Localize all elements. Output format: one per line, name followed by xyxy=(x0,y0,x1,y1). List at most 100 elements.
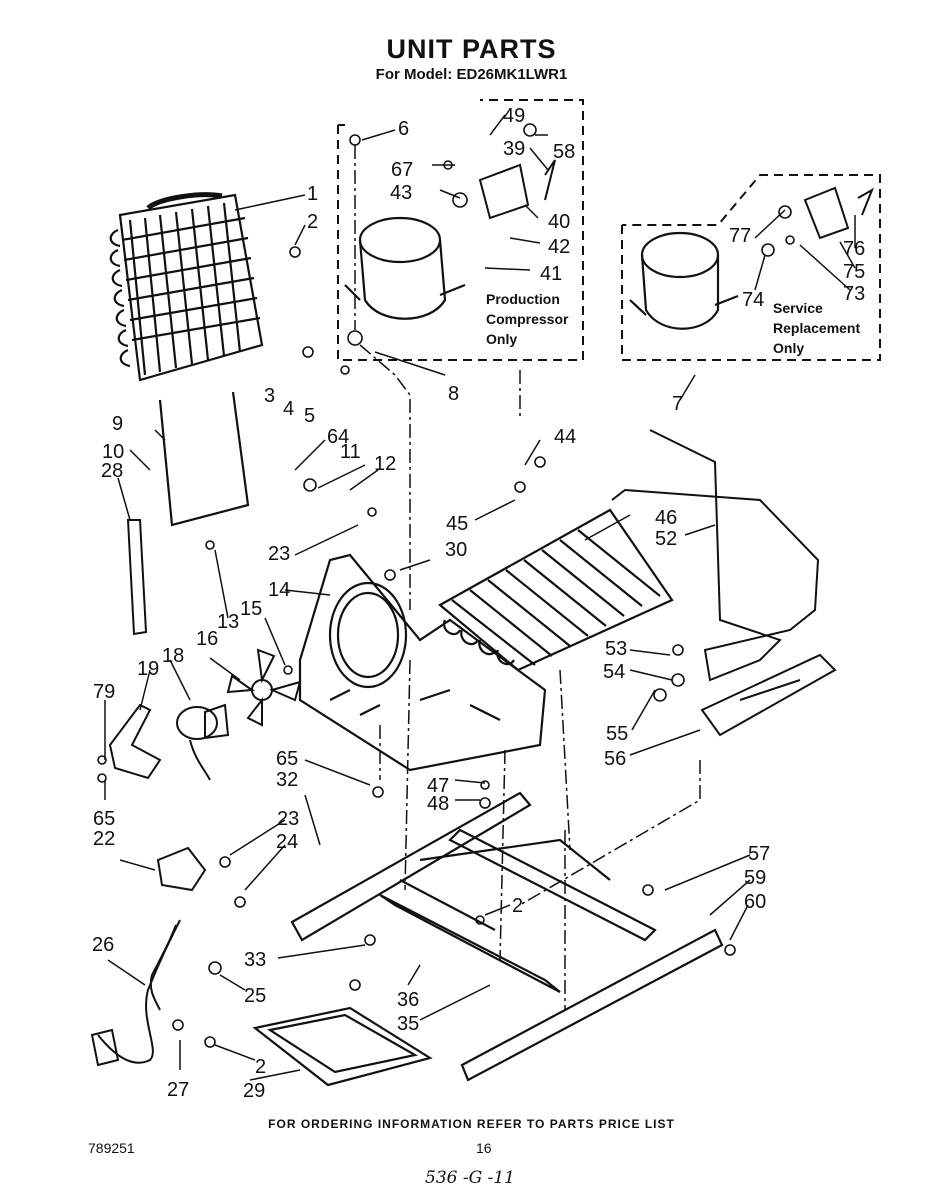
callout-54: 54 xyxy=(603,661,625,683)
capillary-tube xyxy=(611,429,820,682)
svg-text:Only: Only xyxy=(773,340,804,356)
callout-24: 24 xyxy=(276,831,298,853)
callout-6: 6 xyxy=(398,118,409,140)
callout-49: 49 xyxy=(503,105,525,127)
mounting-strap xyxy=(126,519,148,636)
callout-numbers: 1 2 3 4 5 6 7 8 9 10 11 12 13 14 15 16 1… xyxy=(92,105,865,1102)
svg-text:Replacement: Replacement xyxy=(773,320,860,336)
wire-harness-loop xyxy=(158,391,250,527)
callout-33: 33 xyxy=(244,949,266,971)
callout-12: 12 xyxy=(374,453,396,475)
production-compressor xyxy=(344,216,466,320)
callout-1: 1 xyxy=(307,183,318,205)
callout-8: 8 xyxy=(448,383,459,405)
callout-79: 79 xyxy=(93,681,115,703)
page-title: UNIT PARTS xyxy=(386,34,557,64)
callout-55: 55 xyxy=(606,723,628,745)
callout-60: 60 xyxy=(744,891,766,913)
svg-text:Compressor: Compressor xyxy=(486,311,569,327)
callout-39: 39 xyxy=(503,138,525,160)
overload-relay xyxy=(478,159,556,220)
callout-27: 27 xyxy=(167,1079,189,1101)
callout-9: 9 xyxy=(112,413,123,435)
callout-16: 16 xyxy=(196,628,218,650)
callout-73: 73 xyxy=(843,283,865,305)
callout-28: 28 xyxy=(101,460,123,482)
callout-59: 59 xyxy=(744,867,766,889)
callout-22: 22 xyxy=(93,828,115,850)
callout-32: 32 xyxy=(276,769,298,791)
callout-58: 58 xyxy=(553,141,575,163)
callout-10: 10 xyxy=(102,441,124,463)
callout-23b: 23 xyxy=(277,808,299,830)
production-compressor-box xyxy=(337,99,584,361)
svg-text:Service: Service xyxy=(773,300,823,316)
callout-25: 25 xyxy=(244,985,266,1007)
callout-36: 36 xyxy=(397,989,419,1011)
callout-65b: 65 xyxy=(93,808,115,830)
callout-3: 3 xyxy=(264,385,275,407)
callout-2b: 2 xyxy=(512,895,523,917)
relay-cover xyxy=(156,846,207,892)
callout-76: 76 xyxy=(843,238,865,260)
callout-74: 74 xyxy=(742,289,764,311)
fan-motor xyxy=(108,703,230,781)
callout-56: 56 xyxy=(604,748,626,770)
condenser-coil xyxy=(109,192,264,382)
callout-41: 41 xyxy=(540,263,562,285)
service-compressor xyxy=(629,231,739,330)
callout-43: 43 xyxy=(390,182,412,204)
callout-44: 44 xyxy=(554,426,576,448)
callout-57: 57 xyxy=(748,843,770,865)
service-label: Service Replacement Only xyxy=(773,300,860,356)
callout-4: 4 xyxy=(283,398,294,420)
defrost-channel xyxy=(700,653,837,737)
callout-53: 53 xyxy=(605,638,627,660)
callout-2: 2 xyxy=(307,211,318,233)
callout-11: 11 xyxy=(340,441,361,463)
svg-text:Only: Only xyxy=(486,331,517,347)
callout-26: 26 xyxy=(92,934,114,956)
callout-65a: 65 xyxy=(276,748,298,770)
fasteners xyxy=(97,123,795,1048)
model-subtitle: For Model: ED26MK1LWR1 xyxy=(375,66,568,83)
service-relay xyxy=(803,186,874,240)
callout-18: 18 xyxy=(162,645,184,667)
callout-46: 46 xyxy=(655,507,677,529)
drain-tray xyxy=(252,1006,433,1087)
service-replacement-box xyxy=(621,174,881,361)
callout-5: 5 xyxy=(304,405,315,427)
page-number: 16 xyxy=(476,1140,492,1156)
svg-text:Production: Production xyxy=(486,291,560,307)
ordering-note: FOR ORDERING INFORMATION REFER TO PARTS … xyxy=(268,1117,675,1131)
callout-30: 30 xyxy=(445,539,467,561)
callout-leaders xyxy=(104,114,856,1081)
callout-2c: 2 xyxy=(255,1056,266,1078)
callout-64: 64 xyxy=(327,426,349,448)
callout-13: 13 xyxy=(217,611,239,633)
callout-23a: 23 xyxy=(268,543,290,565)
callout-35: 35 xyxy=(397,1013,419,1035)
callout-67: 67 xyxy=(391,159,413,181)
callout-7: 7 xyxy=(672,393,683,415)
power-cord xyxy=(90,919,181,1067)
callout-48: 48 xyxy=(427,793,449,815)
callout-52: 52 xyxy=(655,528,677,550)
callout-15: 15 xyxy=(240,598,262,620)
callout-75: 75 xyxy=(843,261,865,283)
callout-47: 47 xyxy=(427,775,449,797)
callout-42: 42 xyxy=(548,236,570,258)
condenser-fan-blade xyxy=(226,648,302,727)
callout-40: 40 xyxy=(548,211,570,233)
callout-29: 29 xyxy=(243,1080,265,1102)
evaporator-coil xyxy=(438,508,674,672)
base-frame xyxy=(290,791,724,1082)
callout-14: 14 xyxy=(268,579,290,601)
document-number: 789251 xyxy=(88,1140,135,1156)
callout-77: 77 xyxy=(729,225,751,247)
production-label: Production Compressor Only xyxy=(486,291,569,347)
assembly-lines xyxy=(354,145,701,1010)
callout-45: 45 xyxy=(446,513,468,535)
handwritten-note: 536 -G -11 xyxy=(425,1168,515,1188)
